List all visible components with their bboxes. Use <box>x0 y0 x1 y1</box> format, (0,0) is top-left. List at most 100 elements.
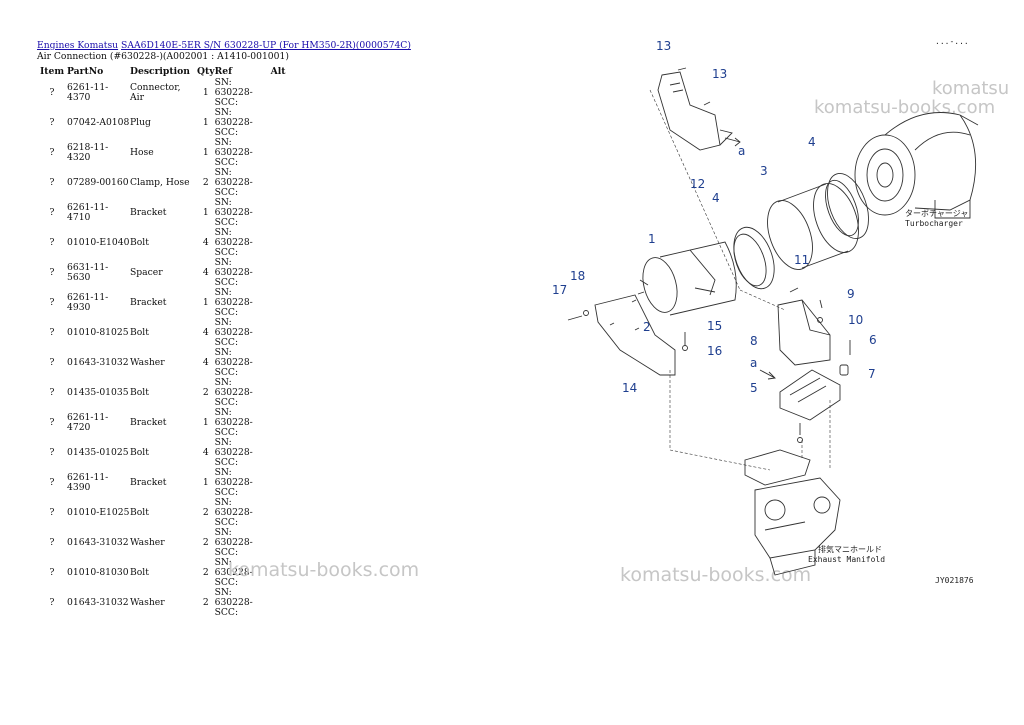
cell-alt <box>271 258 291 288</box>
cell-alt <box>271 168 291 198</box>
cell-qty: 4 <box>202 327 209 338</box>
cell-item: ? <box>49 327 55 338</box>
ref-line: SCC: <box>214 127 239 138</box>
cell-item: ? <box>49 387 55 398</box>
turbocharger-drawing <box>854 112 979 219</box>
header-partno: PartNo <box>67 65 104 77</box>
callout-label: 12 <box>690 177 705 191</box>
cell-qty: 4 <box>202 447 209 458</box>
breadcrumb-link-model[interactable]: SAA6D140E-5ER S/N 630228-UP (For HM350-2… <box>121 40 411 51</box>
drawing-code: JY021876 <box>935 576 974 585</box>
cell-ref: SN: 630228-SCC: <box>215 438 271 468</box>
cell-partno: 01435-01035 <box>67 387 129 398</box>
cell-qty: 2 <box>202 537 209 548</box>
header-ref: Ref <box>214 65 233 77</box>
turbocharger-jp-label: ターボチャージャ <box>905 209 968 218</box>
ref-line: SCC: <box>214 367 239 378</box>
cell-alt <box>271 198 291 228</box>
arrow-a-top <box>724 137 741 147</box>
cell-item: ? <box>49 417 55 428</box>
watermark-bottom-right: komatsu-books.com <box>620 564 812 586</box>
page-title: Air Connection (#630228-)(A002001 : A141… <box>37 51 289 62</box>
ref-line: SN: 630228- <box>214 497 253 518</box>
ref-line: SN: 630228- <box>214 137 253 158</box>
watermark-bottom-left: komatsu-books.com <box>228 559 420 581</box>
cell-item: ? <box>49 177 55 188</box>
cell-partno: 07289-00160 <box>67 177 129 188</box>
ref-line: SCC: <box>214 607 239 618</box>
callout-label: 15 <box>707 319 722 333</box>
cell-partno: 6261-11-4710 <box>67 202 109 223</box>
ref-line: SCC: <box>214 187 239 198</box>
cell-description: Bracket <box>130 297 167 308</box>
cell-item: ? <box>49 447 55 458</box>
cell-ref: SN: 630228-SCC: <box>215 198 271 228</box>
callout-label: 17 <box>552 283 567 297</box>
callout-label: 16 <box>707 344 722 358</box>
callout-label: 1 <box>648 232 656 246</box>
cell-ref: SN: 630228-SCC: <box>215 318 271 348</box>
cell-qty: 1 <box>202 207 209 218</box>
cell-ref: SN: 630228-SCC: <box>215 498 271 528</box>
bracket-14-drawing <box>594 294 676 376</box>
cell-item: ? <box>49 267 55 278</box>
callout-label: 7 <box>868 367 876 381</box>
cell-item: ? <box>49 357 55 368</box>
cell-alt <box>271 408 291 438</box>
callout-label: a <box>738 144 745 158</box>
cell-partno: 01643-31032 <box>67 597 129 608</box>
ref-line: SN: 630228- <box>214 587 253 608</box>
ref-line: SCC: <box>214 487 239 498</box>
cell-item: ? <box>49 507 55 518</box>
cell-ref: SN: 630228-SCC: <box>215 528 271 558</box>
cell-ref: SN: 630228-SCC: <box>215 108 271 138</box>
cell-qty: 2 <box>202 387 209 398</box>
ref-line: SCC: <box>214 247 239 258</box>
cell-alt <box>271 438 291 468</box>
cell-item: ? <box>49 147 55 158</box>
cell-ref: SN: 630228-SCC: <box>215 228 271 258</box>
manifold-jp-label: 排気マニホールド <box>818 544 882 554</box>
ref-line: SN: 630228- <box>214 347 253 368</box>
cell-item: ? <box>49 297 55 308</box>
cell-qty: 2 <box>202 597 209 608</box>
cell-partno: 07042-A0108 <box>67 117 130 128</box>
cell-description: Bracket <box>130 207 167 218</box>
callout-label: 9 <box>847 287 855 301</box>
cell-qty: 2 <box>202 507 209 518</box>
breadcrumb: Engines Komatsu SAA6D140E-5ER S/N 630228… <box>37 40 411 51</box>
cell-ref: SN: 630228-SCC: <box>215 468 271 498</box>
callout-label: a <box>750 356 757 370</box>
table-header-row: Item PartNo Description Qty Ref Alt <box>37 64 291 78</box>
ref-line: SN: 630228- <box>214 557 253 578</box>
cell-description: Plug <box>130 117 151 128</box>
breadcrumb-link-engines[interactable]: Engines Komatsu <box>37 40 119 51</box>
drawing-corner-mark: ...-... <box>935 37 969 46</box>
cell-alt <box>271 528 291 558</box>
cell-alt <box>271 378 291 408</box>
exhaust-manifold-drawing <box>744 449 841 576</box>
manifold-label: Exhaust Manifold <box>808 555 885 564</box>
cell-ref: SN: 630228-SCC: <box>215 78 271 108</box>
ref-line: SN: 630228- <box>214 227 253 248</box>
callout-label: 6 <box>869 333 877 347</box>
cell-description: Connector, Air <box>130 82 181 103</box>
bolts-drawing <box>567 67 851 443</box>
cell-item: ? <box>49 117 55 128</box>
cell-partno: 01435-01025 <box>67 447 129 458</box>
header-qty: Qty <box>197 65 215 77</box>
cell-description: Bracket <box>130 417 167 428</box>
cell-qty: 1 <box>202 117 209 128</box>
ref-line: SCC: <box>214 307 239 318</box>
hose-drawing <box>767 183 859 270</box>
